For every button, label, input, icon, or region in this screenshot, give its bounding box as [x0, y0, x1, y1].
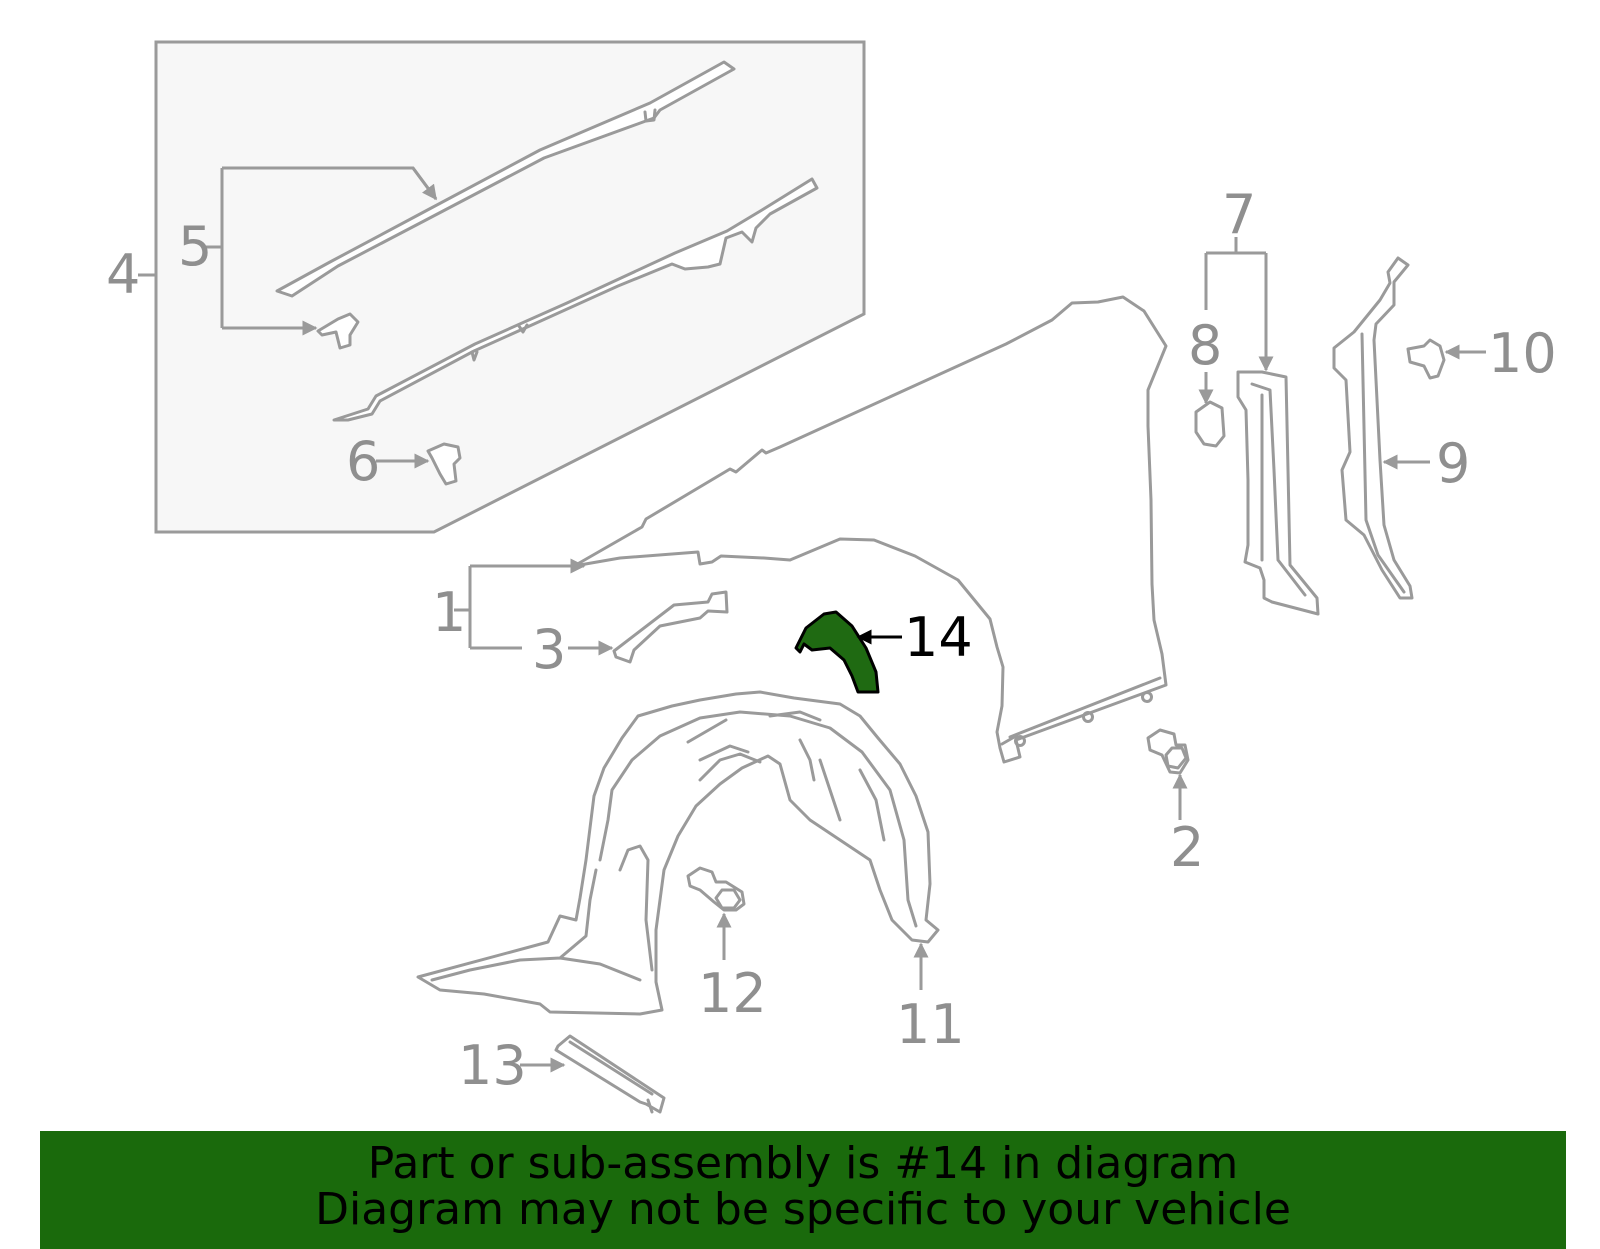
callout-8: 8	[1188, 314, 1222, 377]
seal-group	[1194, 237, 1320, 616]
callout-11: 11	[896, 993, 965, 1056]
lower-moulding	[332, 177, 819, 422]
upper-moulding-tab	[643, 108, 657, 123]
callout-14: 14	[904, 606, 973, 669]
clip-part	[426, 442, 462, 486]
callout-1: 1	[432, 581, 466, 644]
upper-moulding	[275, 60, 736, 298]
side-seal-inner	[1250, 382, 1307, 597]
callout-2: 2	[1170, 816, 1204, 879]
fender-hole-1	[1014, 735, 1026, 747]
pin-clip	[1406, 338, 1446, 380]
fender	[572, 295, 1168, 764]
liner-bolt-head	[714, 888, 742, 910]
rear-seal-group	[1332, 256, 1486, 600]
fender-hole-3	[1141, 691, 1153, 703]
bolt-head-detail	[1164, 746, 1188, 770]
callout-4: 4	[106, 243, 140, 306]
banner-line-1: Part or sub-assembly is #14 in diagram	[367, 1138, 1239, 1189]
leader-7	[1204, 237, 1268, 370]
fender-hole-2	[1082, 711, 1094, 723]
callout-6: 6	[346, 430, 380, 493]
fender-group	[454, 295, 1168, 764]
liner-bolt	[686, 866, 746, 912]
lower-seal-group	[520, 1034, 666, 1114]
callout-3: 3	[532, 618, 566, 681]
bolt-group	[1146, 728, 1190, 820]
callout-7: 7	[1222, 183, 1256, 246]
side-seal	[1236, 370, 1320, 616]
fender-flange	[1000, 676, 1162, 746]
rear-seal-inner	[1360, 332, 1406, 594]
leader-5-top	[411, 167, 438, 201]
moulding-inset-group	[138, 40, 866, 534]
callout-9: 9	[1436, 432, 1470, 495]
fender-insulator	[612, 590, 729, 664]
leader-1	[454, 564, 583, 650]
callout-10: 10	[1488, 322, 1557, 385]
seal-clip-part	[1194, 400, 1226, 448]
liner-bolt-group	[686, 866, 746, 960]
banner-line-2: Diagram may not be specific to your vehi…	[315, 1184, 1291, 1235]
callout-5: 5	[178, 215, 212, 278]
fender-liner-detail-1	[598, 710, 918, 928]
leader-5	[204, 166, 438, 328]
lower-seal-inner	[568, 1040, 654, 1114]
lower-seal	[554, 1034, 666, 1114]
fender-liner	[416, 690, 940, 1016]
fender-liner-detail-2	[430, 752, 886, 982]
callout-13: 13	[458, 1034, 527, 1097]
moulding-inset-box	[154, 40, 866, 534]
bracket-group	[794, 610, 902, 694]
lower-moulding-detail	[470, 323, 529, 362]
info-banner: Part or sub-assembly is #14 in diagram D…	[40, 1131, 1566, 1249]
rear-seal	[1332, 256, 1414, 600]
fender-liner-detail-3	[686, 710, 822, 782]
callout-12: 12	[698, 962, 767, 1025]
bracket	[794, 610, 880, 694]
liner-group	[416, 690, 940, 1016]
